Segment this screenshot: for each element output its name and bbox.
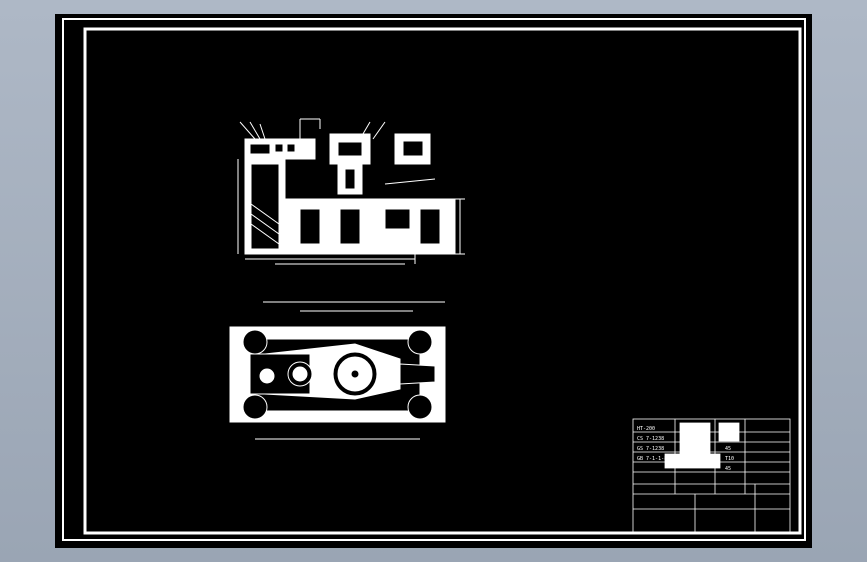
plan-view <box>229 301 446 440</box>
title-block-text: HT-200 CS 7-1238 GS 7-1238 GB 7-1-1-80 T… <box>637 426 734 472</box>
tb-row-1: HT-200 <box>637 426 655 432</box>
outer-border <box>62 18 806 541</box>
tb-row-3: GS 7-1238 <box>637 446 664 452</box>
tb-row-2: CS 7-1238 <box>637 436 664 442</box>
inner-border <box>83 27 802 535</box>
drawing-canvas[interactable]: HT-200 CS 7-1238 GS 7-1238 GB 7-1-1-80 T… <box>55 14 812 548</box>
title-block <box>632 418 791 534</box>
section-view <box>237 118 465 265</box>
cad-drawing: HT-200 CS 7-1238 GS 7-1238 GB 7-1-1-80 T… <box>62 18 806 541</box>
title-block-frame <box>632 418 791 534</box>
tb-row-4: GB 7-1-1-80 <box>637 456 670 462</box>
tb-mat-3: T10 <box>725 456 734 462</box>
tb-mat-1: T10 <box>725 436 734 442</box>
tb-mat-4: 45 <box>725 466 731 472</box>
tb-mat-2: 45 <box>725 446 731 452</box>
